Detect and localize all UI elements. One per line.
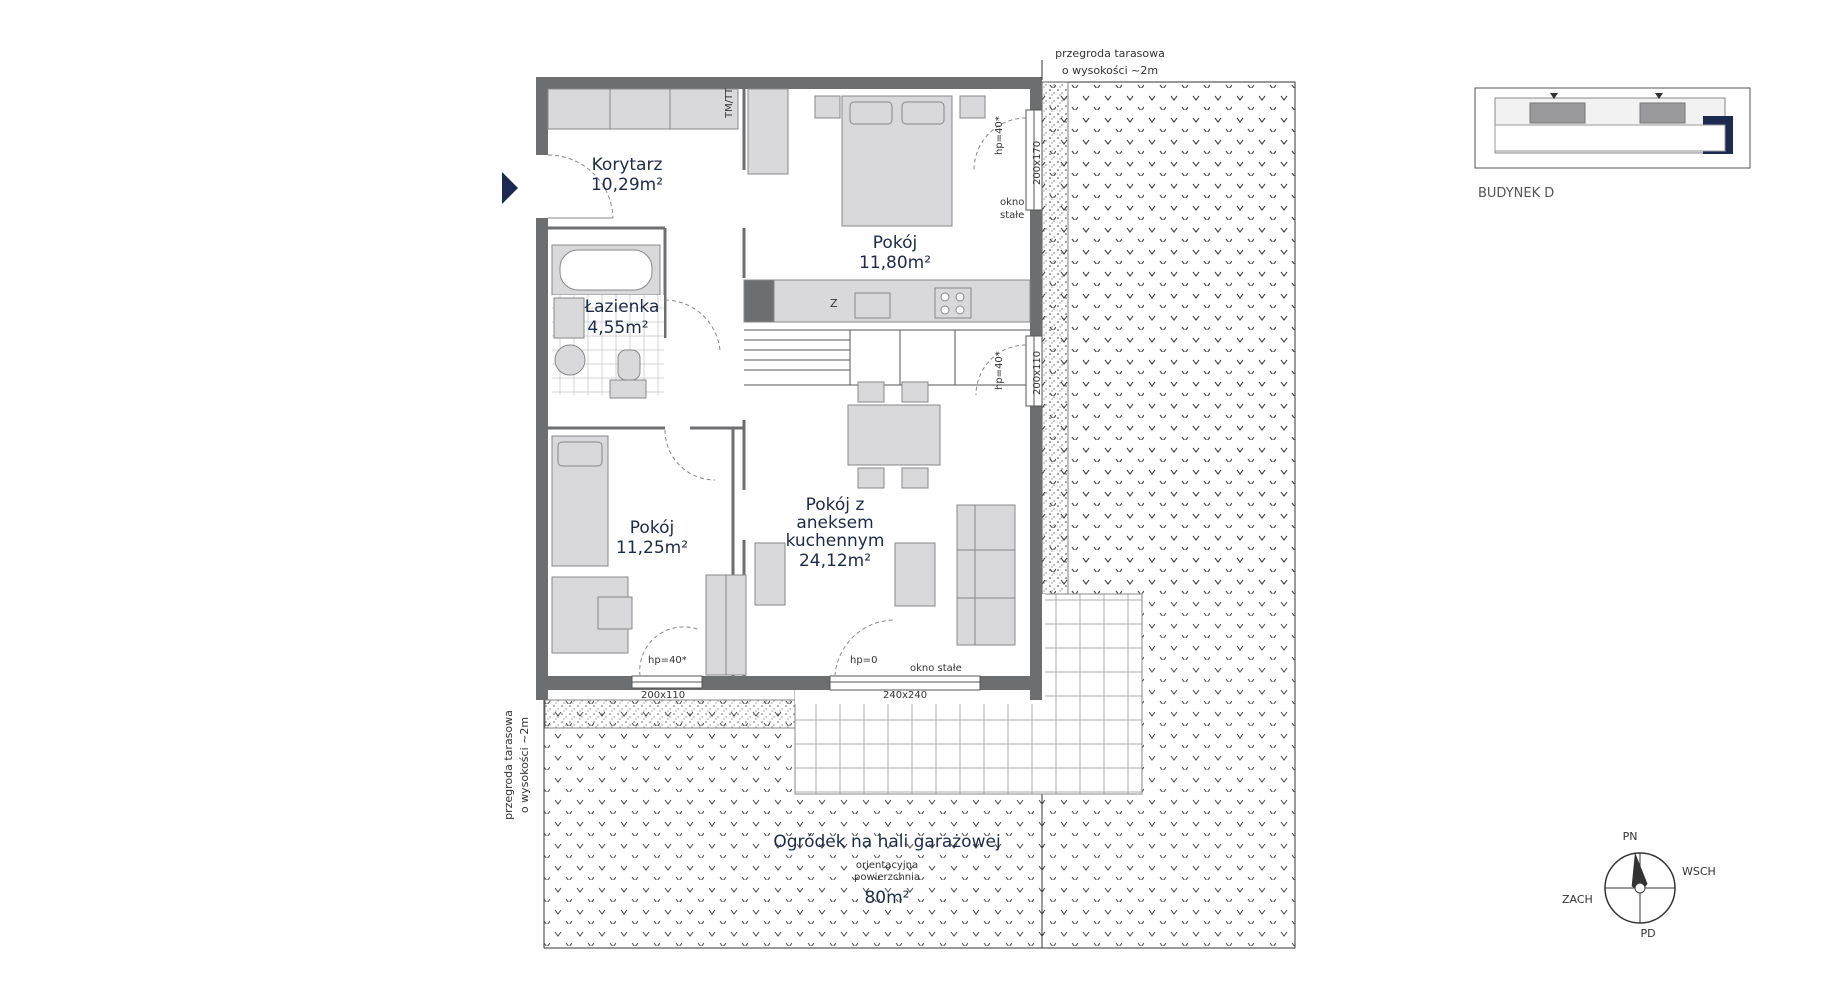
room-name-korytarz: Korytarz [592,155,663,175]
compass-east: WSCH [1682,865,1716,878]
window-size-bottom-left: 200x110 [641,690,685,701]
window-size-mid-right: 200x110 [1032,351,1043,395]
room-area-salon: 24,12m² [799,551,871,571]
garden-area: 80m² [864,888,909,908]
garden-note-2: powierzchnia [854,872,920,883]
hp-label-a: hp=40* [994,116,1005,155]
window-size-top-right: 200x170 [1032,141,1043,185]
window-mid-right [975,335,1043,407]
window-top-right [973,109,1043,211]
compass [1604,852,1676,924]
toilet [609,379,647,399]
compass-south: PD [1640,927,1655,940]
fixed-window-label-a1: okno [1000,197,1024,208]
chair [597,596,633,630]
partition-left-line2: o wysokości ~2m [518,717,531,813]
room-name-salon-3: kuchennym [786,531,885,551]
room-name-lazienka: Łazienka [584,297,660,317]
sofa [956,504,1016,646]
room-area-pokoj-left: 11,25m² [616,538,688,558]
wardrobe-top [547,88,789,175]
partition-left-line1: przegroda tarasowa [502,710,515,820]
garden-title: Ogródek na hali garażowej [773,832,1000,852]
building-label: BUDYNEK D [1478,186,1554,201]
wardrobe-label: TM/TT [724,87,735,119]
room-name-salon-1: Pokój z [806,495,865,515]
window-bottom-left [631,626,703,689]
fixed-window-label-b: okno stałe [910,663,962,674]
entrance-arrow-icon [502,172,518,204]
hp-label-b: hp=40* [994,351,1005,390]
room-area-pokoj-top: 11,80m² [859,253,931,273]
tv-unit [754,542,786,606]
compass-west: ZACH [1562,893,1593,906]
washing-machine [554,344,586,376]
room-name-pokoj-top: Pokój [873,233,917,253]
dining-table [847,381,941,489]
compass-needle-icon [1631,852,1648,893]
room-name-salon-2: aneksem [796,513,873,533]
bed-left [551,435,609,567]
fixed-window-label-a2: stałe [1000,210,1024,221]
partition-top-line2: o wysokości ~2m [1062,64,1158,77]
hp-label-d: hp=0 [850,655,877,666]
bed-top [814,95,986,227]
room-area-lazienka: 4,55m² [587,318,648,338]
building-key-plan [1474,87,1751,169]
bathtub [551,244,661,296]
room-name-pokoj-left: Pokój [630,518,674,538]
room-area-korytarz: 10,29m² [591,175,663,195]
hp-label-c: hp=40* [648,655,687,666]
compass-north: PN [1623,830,1638,843]
stair-lines [744,329,1030,386]
garden-note-1: orientacyjna [856,860,918,871]
fridge-label: Z [830,297,838,310]
partition-top-line1: przegroda tarasowa [1055,47,1165,60]
sink [553,297,585,339]
window-size-bottom-mid: 240x240 [883,690,927,701]
window-bottom-mid [829,619,981,691]
kitchen-counter [743,279,1031,323]
coffee-table [894,542,936,607]
